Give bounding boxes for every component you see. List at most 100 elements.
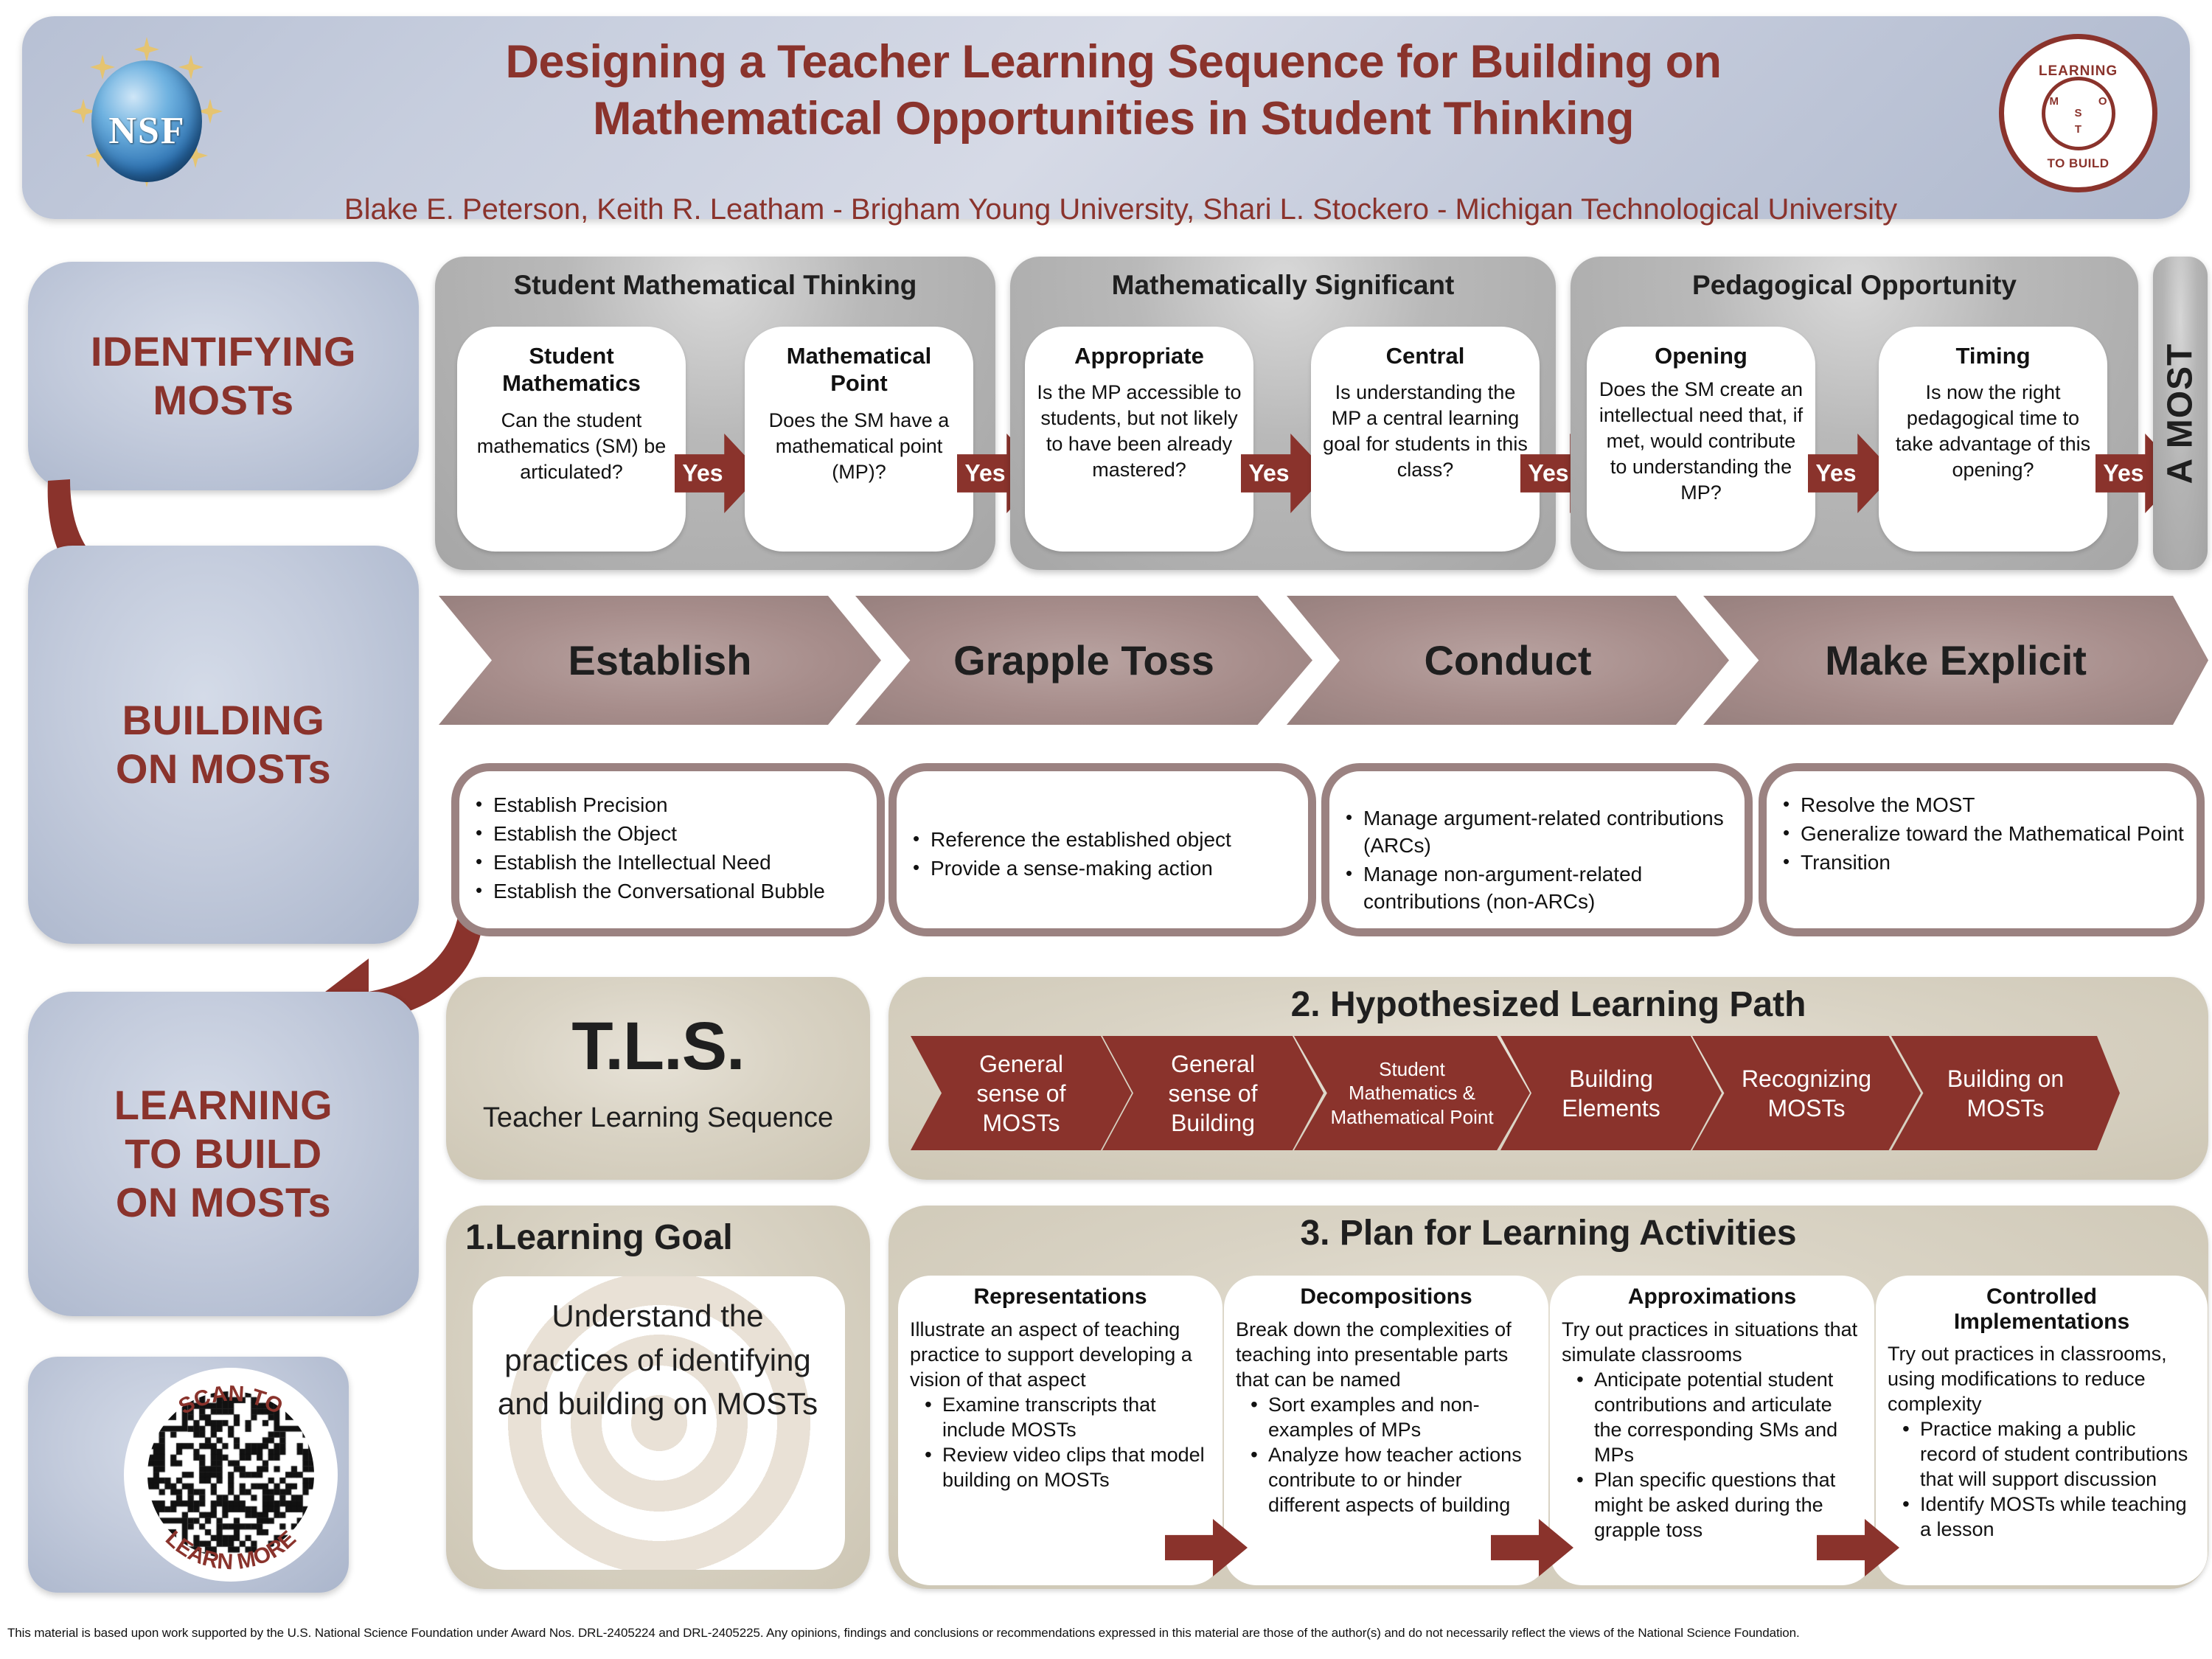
- qr-code-badge[interactable]: SCAN TO LEARN MORE: [124, 1368, 338, 1582]
- learning-goal-panel: 1.Learning Goal Understand the practices…: [446, 1206, 870, 1589]
- learning-path-step-6: Building on MOSTs: [1891, 1036, 2120, 1150]
- most-logo-bottom-text: TO BUILD: [2047, 156, 2110, 170]
- plan-column-title: Approximations: [1627, 1284, 1797, 1309]
- a-most-result-badge: A MOST: [2153, 257, 2208, 570]
- nsf-logo: NSF: [68, 37, 226, 197]
- list-item: Examine transcripts that include MOSTs: [925, 1391, 1211, 1442]
- criteria-box-question: Does the SM have a mathematical point (M…: [768, 409, 950, 484]
- building-phase-label: Conduct: [1424, 637, 1592, 684]
- plan-column-title: Representations: [973, 1284, 1147, 1309]
- nsf-logo-text: NSF: [108, 110, 186, 152]
- criteria-box-opening: Opening Does the SM create an intellectu…: [1587, 327, 1815, 552]
- tls-panel: T.L.S. Teacher Learning Sequence: [446, 977, 870, 1180]
- criteria-box-title: Mathematical Point: [752, 343, 966, 397]
- plan-column-title: Decompositions: [1300, 1284, 1472, 1309]
- criteria-group-mathematically-significant: Mathematically Significant Appropriate I…: [1010, 257, 1607, 570]
- bullet-list: Establish PrecisionEstablish the ObjectE…: [459, 791, 877, 905]
- list-item: Transition: [1783, 849, 2186, 877]
- plan-column-lead: Try out practices in classrooms, using m…: [1888, 1343, 2167, 1416]
- step-line1: General: [1171, 1050, 1255, 1077]
- step-line1: Recognizing: [1741, 1065, 1872, 1092]
- building-phase-make-explicit: Make Explicit: [1703, 596, 2208, 725]
- criteria-title-line1: Central: [1385, 343, 1465, 369]
- list-item: Review video clips that model building o…: [925, 1441, 1211, 1492]
- criteria-box-title: Timing: [1886, 343, 2100, 370]
- list-item: Establish the Object: [476, 820, 866, 848]
- yes-arrow-label: Yes: [1248, 459, 1290, 487]
- list-item: Reference the established object: [913, 826, 1298, 854]
- list-item: Establish the Conversational Bubble: [476, 877, 866, 905]
- most-logo-letter-o: O: [2098, 94, 2107, 108]
- most-project-logo: LEARNING M O S T TO BUILD: [1999, 34, 2157, 192]
- plan-column-controlled-implementations: Controlled Implementations Try out pract…: [1876, 1276, 2208, 1585]
- building-phase-grapple-toss: Grapple Toss: [855, 596, 1312, 725]
- tls-acronym: T.L.S.: [571, 1009, 745, 1084]
- yes-arrow-label: Yes: [2103, 459, 2144, 487]
- criteria-group-title: Pedagogical Opportunity: [1692, 270, 2017, 300]
- learning-goal-inner: Understand the practices of identifying …: [473, 1276, 845, 1570]
- yes-arrow-label: Yes: [682, 459, 723, 487]
- plan-column-bullets: Examine transcripts that include MOSTsRe…: [910, 1391, 1211, 1492]
- funding-acknowledgement: This material is based upon work support…: [7, 1626, 1800, 1640]
- plan-column-decompositions: Decompositions Break down the complexiti…: [1224, 1276, 1548, 1585]
- building-phase-conduct: Conduct: [1287, 596, 1729, 725]
- plan-column-bullets: Anticipate potential student contributio…: [1562, 1366, 1863, 1543]
- a-most-label: A MOST: [2160, 343, 2200, 484]
- bullet-list: Manage argument-related contributions (A…: [1329, 804, 1745, 916]
- list-item: Analyze how teacher actions contribute t…: [1251, 1441, 1537, 1517]
- page-title: Designing a Teacher Learning Sequence fo…: [265, 34, 1961, 147]
- list-item: Anticipate potential student contributio…: [1576, 1366, 1863, 1467]
- criteria-title-line1: Student: [529, 343, 614, 369]
- criteria-group-student-mathematical-thinking: Student Mathematical Thinking Student Ma…: [435, 257, 1044, 570]
- plan-column-lead: Break down the complexities of teaching …: [1236, 1318, 1512, 1391]
- plan-column-bullets: Sort examples and non-examples of MPsAna…: [1236, 1391, 1537, 1517]
- criteria-group-title: Mathematically Significant: [1111, 270, 1455, 300]
- building-bullets-conduct: Manage argument-related contributions (A…: [1321, 763, 1753, 936]
- plan-column-bullets: Practice making a public record of stude…: [1888, 1416, 2196, 1542]
- yes-arrow-label: Yes: [1528, 459, 1569, 487]
- page-title-line1: Designing a Teacher Learning Sequence fo…: [505, 36, 1722, 88]
- criteria-box-question: Can the student mathematics (SM) be arti…: [476, 409, 667, 484]
- bullet-list: Resolve the MOSTGeneralize toward the Ma…: [1767, 791, 2197, 877]
- bullet-list: Reference the established objectProvide …: [897, 826, 1308, 883]
- criteria-box-title: Student Mathematics: [465, 343, 678, 397]
- plan-column-title-line2: Implementations: [1953, 1309, 2130, 1334]
- criteria-group-pedagogical-opportunity: Pedagogical Opportunity Opening Does the…: [1571, 257, 2183, 570]
- plan-column-approximations: Approximations Try out practices in situ…: [1550, 1276, 1874, 1585]
- plan-column-representations: Representations Illustrate an aspect of …: [898, 1276, 1222, 1585]
- page-title-line2: Mathematical Opportunities in Student Th…: [592, 92, 1635, 145]
- sidebar-learning-line1: LEARNING: [114, 1081, 333, 1128]
- yes-arrow-label: Yes: [964, 459, 1006, 487]
- criteria-box-title: Central: [1318, 343, 1532, 370]
- building-bullets-establish: Establish PrecisionEstablish the ObjectE…: [451, 763, 885, 936]
- criteria-box-title: Opening: [1594, 343, 1808, 370]
- criteria-box-question: Is now the right pedagogical time to tak…: [1895, 381, 2091, 481]
- step-line1: Building on: [1947, 1065, 2065, 1092]
- learning-path-title: 2. Hypothesized Learning Path: [1290, 985, 1806, 1024]
- criteria-title-line1: Mathematical: [786, 343, 932, 369]
- yes-arrow-label: Yes: [1815, 459, 1857, 487]
- criteria-box-mathematical-point: Mathematical Point Does the SM have a ma…: [745, 327, 973, 552]
- plan-title: 3. Plan for Learning Activities: [1300, 1214, 1797, 1253]
- qr-code-image[interactable]: [147, 1391, 314, 1558]
- author-line: Blake E. Peterson, Keith R. Leatham - Br…: [344, 193, 1898, 226]
- learning-path-step-2: General sense of Building: [1102, 1036, 1324, 1150]
- criteria-box-question: Is understanding the MP a central learni…: [1323, 381, 1528, 481]
- criteria-title-line1: Appropriate: [1074, 343, 1204, 369]
- criteria-title-line2: Mathematics: [502, 369, 641, 396]
- tls-expansion: Teacher Learning Sequence: [482, 1102, 834, 1133]
- step-line2: Mathematics &: [1349, 1082, 1475, 1105]
- list-item: Plan specific questions that might be as…: [1576, 1467, 1863, 1543]
- criteria-box-timing: Timing Is now the right pedagogical time…: [1879, 327, 2107, 552]
- sidebar-building-line1: BUILDING: [122, 696, 325, 743]
- learning-goal-title: 1.Learning Goal: [465, 1218, 733, 1257]
- step-line2: sense of: [1168, 1079, 1258, 1107]
- plan-column-title: Controlled Implementations: [1888, 1284, 2196, 1334]
- step-line1: General: [979, 1050, 1063, 1077]
- criteria-title-line2: Point: [830, 369, 888, 396]
- sidebar-identifying-line1: IDENTIFYING: [90, 327, 357, 375]
- most-logo-letters: M O S T: [2045, 80, 2112, 147]
- criteria-box-question: Is the MP accessible to students, but no…: [1037, 381, 1242, 481]
- building-bullets-make-explicit: Resolve the MOSTGeneralize toward the Ma…: [1759, 763, 2205, 936]
- most-logo-ring: [2041, 76, 2115, 150]
